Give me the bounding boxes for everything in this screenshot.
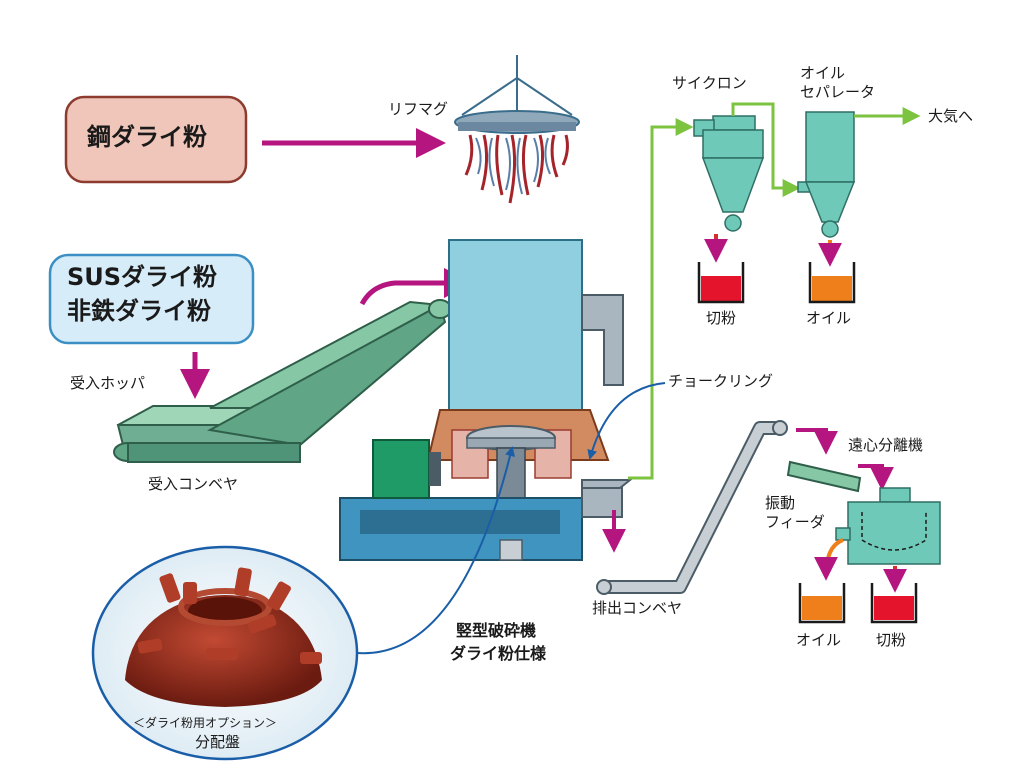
distributor-plate-image xyxy=(125,567,322,707)
air-line-cyclone-to-separator xyxy=(731,102,801,197)
oil-separator-label-1: オイル xyxy=(800,64,846,82)
conveyor-to-feeder-arrow xyxy=(796,428,838,455)
centrifuge xyxy=(835,487,941,565)
cut-powder-bin-bottom xyxy=(870,583,918,624)
cut-powder-top-label: 切粉 xyxy=(706,309,737,327)
vibrating-feeder-label-2: フィーダ xyxy=(765,513,825,531)
vibrating-feeder-label-1: 振動 xyxy=(765,494,796,512)
sus-powder-label: SUSダライ粉 xyxy=(67,263,218,291)
cut-powder-bottom-label: 切粉 xyxy=(876,631,907,649)
oil-bottom-label: オイル xyxy=(796,631,842,649)
option-caption: ＜ダライ粉用オプション＞ xyxy=(133,716,278,730)
lift-magnet-label: リフマグ xyxy=(388,100,449,118)
air-line-to-cyclone xyxy=(628,118,694,480)
choke-ring-pointer xyxy=(587,382,666,460)
cut-powder-bin-top xyxy=(697,262,745,304)
steel-powder-label: 鋼ダライ粉 xyxy=(87,123,207,151)
feeder-to-centrifuge-arrow xyxy=(858,464,894,491)
oil-top-label: オイル xyxy=(806,309,852,327)
crusher-label-2: ダライ粉仕様 xyxy=(450,644,547,663)
nonferrous-powder-label: 非鉄ダライ粉 xyxy=(67,297,211,325)
discharge-conveyor-label: 排出コンベヤ xyxy=(592,599,683,617)
distributor-pointer xyxy=(356,446,515,655)
receiving-hopper-label: 受入ホッパ xyxy=(70,374,146,392)
oil-separator xyxy=(797,111,856,238)
oil-bin-bottom xyxy=(798,583,846,624)
oil-separator-label-2: セパレータ xyxy=(800,83,876,101)
vertical-crusher xyxy=(339,239,633,561)
receiving-conveyor-label: 受入コンベヤ xyxy=(148,475,239,493)
lift-magnet xyxy=(454,55,580,204)
conveyor-top-arrow xyxy=(359,268,474,306)
cyclone xyxy=(693,115,765,232)
vibrating-feeder xyxy=(786,460,862,493)
receiving-conveyor xyxy=(113,299,452,463)
discharge-conveyor xyxy=(596,420,788,595)
to-atmosphere-label: 大気へ xyxy=(928,107,974,125)
sus-powder-box xyxy=(48,253,255,345)
distributor-plate-label: 分配盤 xyxy=(195,733,241,751)
crusher-label-1: 竪型破砕機 xyxy=(456,621,537,640)
steel-powder-box xyxy=(64,95,248,184)
centrifuge-label: 遠心分離機 xyxy=(848,436,924,454)
oil-bin-top xyxy=(808,262,856,304)
cyclone-label: サイクロン xyxy=(672,74,747,92)
choke-ring-label: チョークリング xyxy=(668,372,774,390)
